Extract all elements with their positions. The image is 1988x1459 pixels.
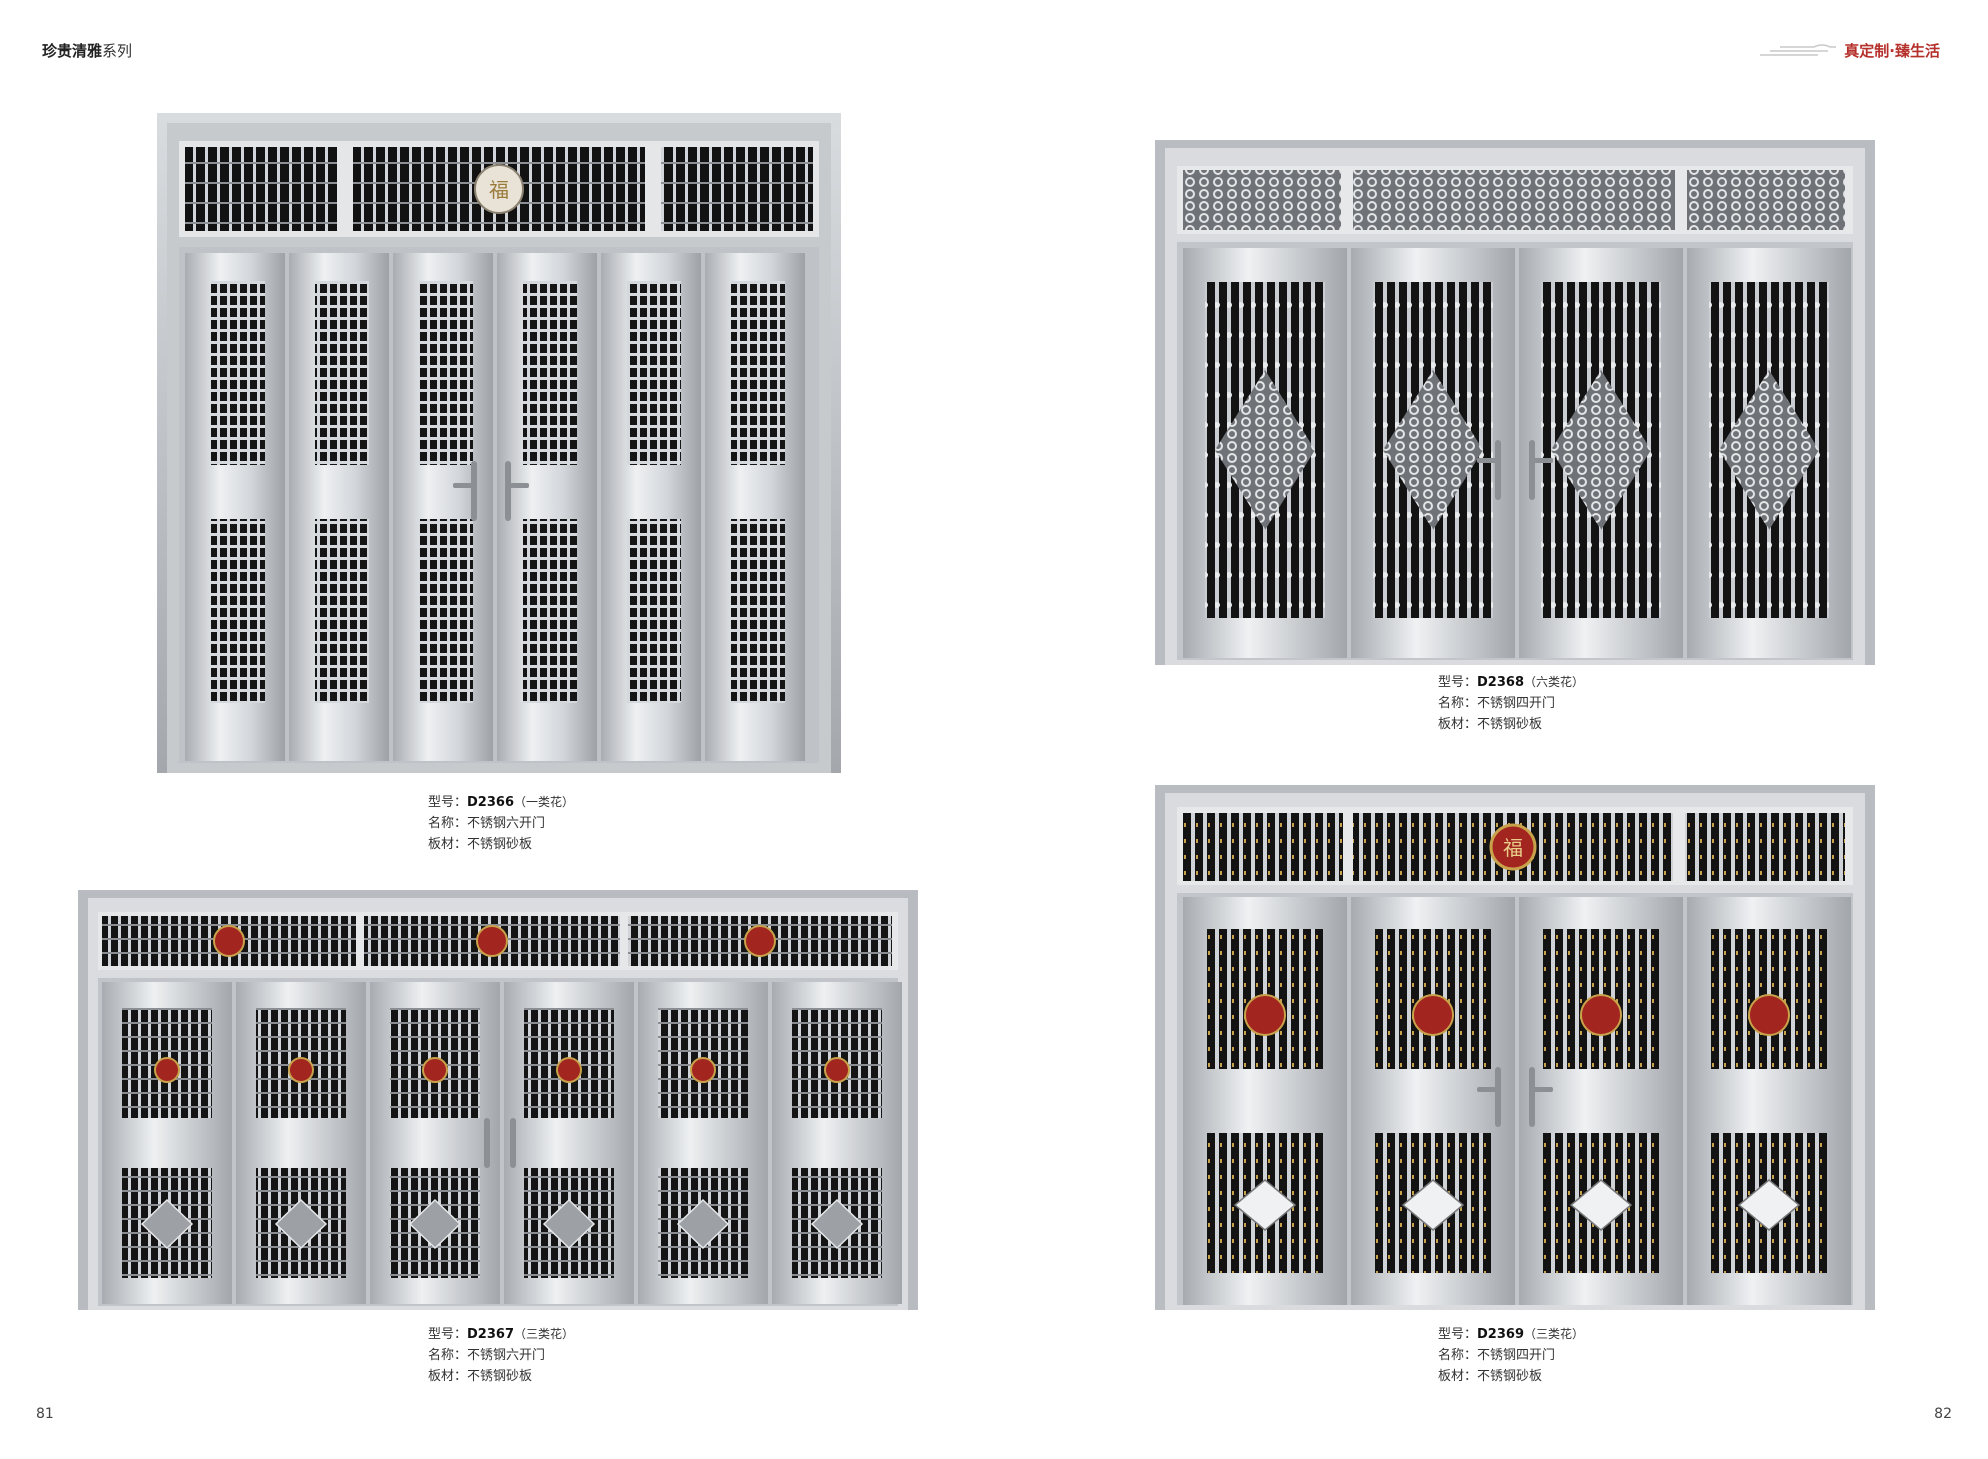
material-label: 板材：	[428, 1369, 468, 1384]
model-number: D2366	[467, 795, 514, 810]
door-image-d2369: 福	[1155, 785, 1875, 1310]
brand-slogan-text: 真定制·臻生活	[1844, 41, 1940, 60]
name-label: 名称：	[1438, 696, 1478, 711]
model-number: D2368	[1477, 675, 1524, 690]
product-name: 不锈钢四开门	[1477, 696, 1556, 711]
product-name: 不锈钢四开门	[1477, 1348, 1556, 1363]
model-label: 型号：	[428, 1327, 468, 1342]
spec-d2368: 型号：D2368（六类花） 名称：不锈钢四开门 板材：不锈钢砂板	[1438, 672, 1584, 735]
cloud-lines-icon	[1760, 44, 1837, 56]
page-number-right: 82	[1934, 1406, 1952, 1422]
name-label: 名称：	[428, 816, 468, 831]
model-label: 型号：	[1438, 1327, 1478, 1342]
spec-d2367: 型号：D2367（三类花） 名称：不锈钢六开门 板材：不锈钢砂板	[428, 1324, 574, 1387]
model-label: 型号：	[1438, 675, 1478, 690]
name-label: 名称：	[428, 1348, 468, 1363]
product-name: 不锈钢六开门	[467, 816, 546, 831]
product-name: 不锈钢六开门	[467, 1348, 546, 1363]
model-number: D2367	[467, 1327, 514, 1342]
material-label: 板材：	[428, 837, 468, 852]
brand-slogan: 真定制·臻生活	[1758, 38, 1940, 62]
svg-text:福: 福	[1503, 836, 1523, 860]
material-label: 板材：	[1438, 717, 1478, 732]
spec-d2366: 型号：D2366（一类花） 名称：不锈钢六开门 板材：不锈钢砂板	[428, 792, 574, 855]
model-label: 型号：	[428, 795, 468, 810]
series-title-bold: 珍贵清雅	[42, 42, 103, 60]
name-label: 名称：	[1438, 1348, 1478, 1363]
series-title: 珍贵清雅系列	[42, 40, 132, 61]
door-image-d2366: 福	[157, 113, 841, 773]
material-label: 板材：	[1438, 1369, 1478, 1384]
model-variant: （三类花）	[514, 1327, 575, 1341]
product-material: 不锈钢砂板	[1477, 717, 1543, 732]
model-number: D2369	[1477, 1327, 1524, 1342]
model-variant: （三类花）	[1524, 1327, 1585, 1341]
svg-text:福: 福	[489, 178, 509, 202]
product-material: 不锈钢砂板	[1477, 1369, 1543, 1384]
product-material: 不锈钢砂板	[467, 1369, 533, 1384]
spec-d2369: 型号：D2369（三类花） 名称：不锈钢四开门 板材：不锈钢砂板	[1438, 1324, 1584, 1387]
series-title-rest: 系列	[102, 42, 133, 60]
door-image-d2367	[78, 890, 918, 1310]
product-material: 不锈钢砂板	[467, 837, 533, 852]
model-variant: （一类花）	[514, 795, 575, 809]
door-image-d2368	[1155, 140, 1875, 665]
page-number-left: 81	[36, 1406, 54, 1422]
model-variant: （六类花）	[1524, 675, 1585, 689]
